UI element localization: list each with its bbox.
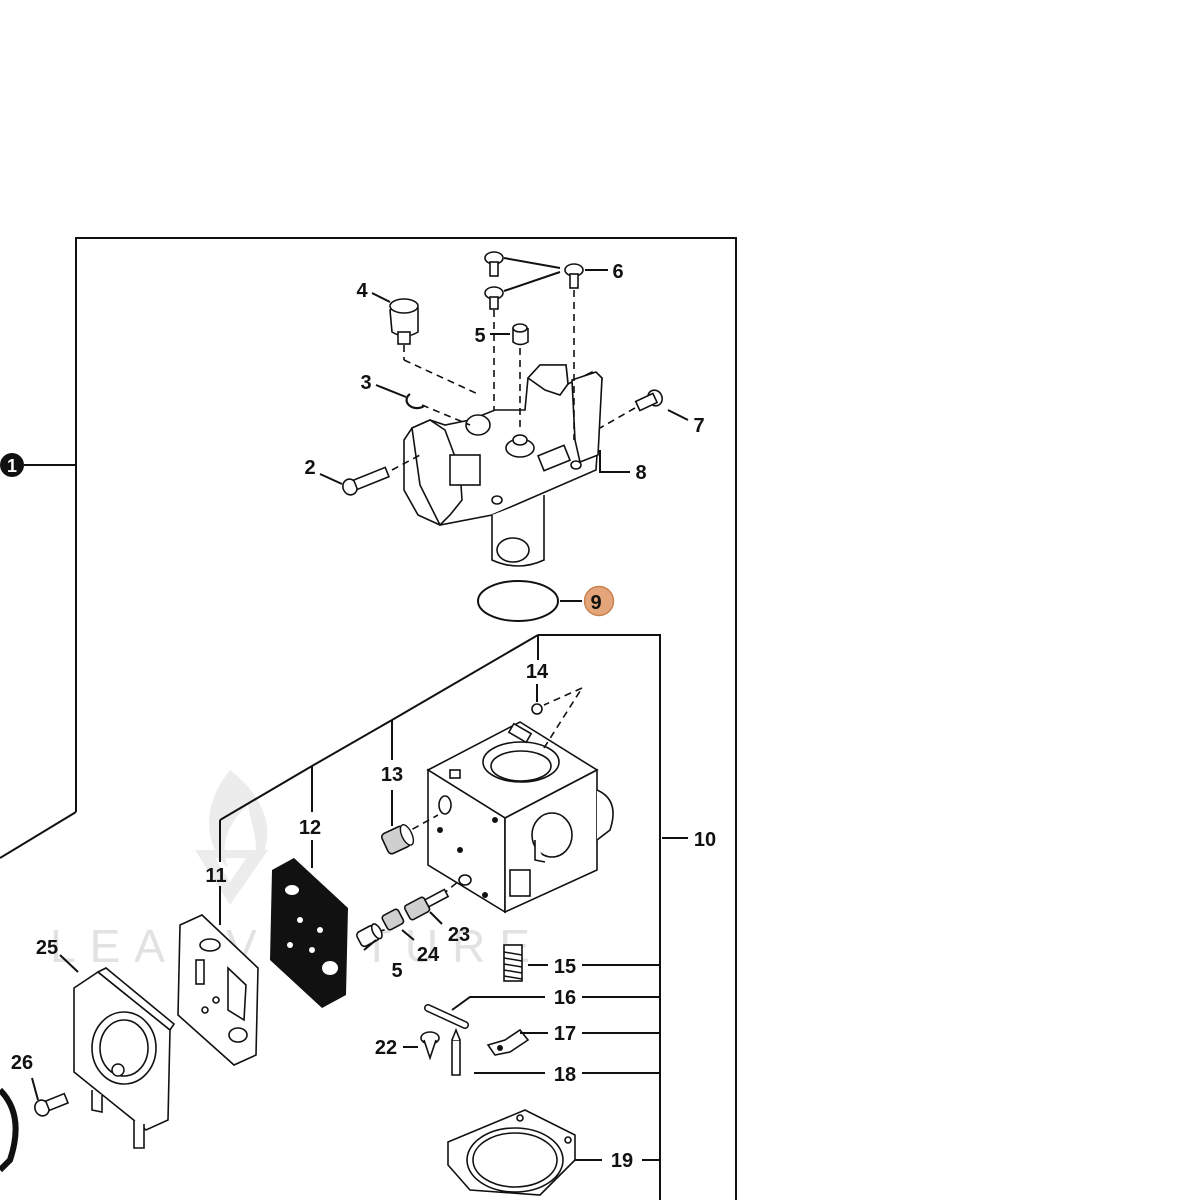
- screws-6: [484, 251, 584, 310]
- callout-12[interactable]: 12: [299, 817, 321, 839]
- callout-labels: 2 3 4 5 6 7 8 9 10 11 12 13 14 15 16 17 …: [11, 261, 716, 1172]
- callout-25[interactable]: 25: [36, 937, 58, 959]
- highlight-circle-9: [583, 585, 615, 617]
- callout-16[interactable]: 16: [554, 987, 576, 1009]
- e-clip: [405, 393, 425, 410]
- cover-screw: [420, 1031, 440, 1061]
- callout-10[interactable]: 10: [694, 829, 716, 851]
- callout-13[interactable]: 13: [381, 764, 403, 786]
- callout-17[interactable]: 17: [554, 1023, 576, 1045]
- assembly-frame: [0, 237, 737, 1200]
- callout-19[interactable]: 19: [611, 1150, 633, 1172]
- side-screw: [634, 389, 663, 412]
- callout-24[interactable]: 24: [417, 944, 440, 966]
- lower-leader-lines: [31, 684, 688, 1161]
- callout-3[interactable]: 3: [360, 372, 371, 394]
- carburetor-body: [426, 721, 614, 914]
- callout-7[interactable]: 7: [693, 415, 704, 437]
- pump-gasket: [270, 858, 348, 1008]
- adjust-needle: [403, 888, 450, 921]
- inlet-needle: [451, 1027, 461, 1076]
- sub-assembly-frame: [219, 634, 661, 1200]
- callout-26[interactable]: 26: [11, 1052, 33, 1074]
- spring: [503, 944, 523, 982]
- pump-screw: [34, 1092, 70, 1117]
- callout-23[interactable]: 23: [448, 924, 470, 946]
- upper-dashed-lines: [391, 290, 636, 471]
- metering-diaphragm: [447, 1109, 576, 1196]
- diaphragm-gasket: [177, 914, 259, 1066]
- check-ball: [531, 703, 543, 715]
- idle-knob: [389, 298, 419, 345]
- pin-fill: [425, 1005, 468, 1028]
- callout-6[interactable]: 6: [612, 261, 623, 283]
- callout-2[interactable]: 2: [304, 457, 315, 479]
- callout-8[interactable]: 8: [635, 462, 646, 484]
- jet-5-upper: [512, 323, 529, 346]
- spring-seat: [381, 908, 405, 931]
- assembly-marker: 1: [0, 453, 24, 477]
- callout-15[interactable]: 15: [554, 956, 576, 978]
- screen-filter: [380, 824, 415, 855]
- cut-off-part-left: [0, 1087, 19, 1173]
- long-screw: [342, 466, 391, 496]
- o-ring: [477, 580, 559, 622]
- upper-leader-lines: [319, 257, 689, 602]
- metering-lever: [486, 1028, 530, 1056]
- assembly-marker-number: 1: [7, 456, 17, 476]
- cover-housing: [403, 364, 603, 567]
- callout-14[interactable]: 14: [526, 661, 549, 683]
- pump-cover: [73, 967, 176, 1149]
- callout-5-lower[interactable]: 5: [391, 960, 402, 982]
- callout-4[interactable]: 4: [356, 280, 368, 302]
- callout-5-upper[interactable]: 5: [474, 325, 485, 347]
- callout-11[interactable]: 11: [205, 865, 226, 887]
- callout-22[interactable]: 22: [375, 1037, 397, 1059]
- callout-9[interactable]: 9: [590, 592, 601, 614]
- callout-18[interactable]: 18: [554, 1064, 576, 1086]
